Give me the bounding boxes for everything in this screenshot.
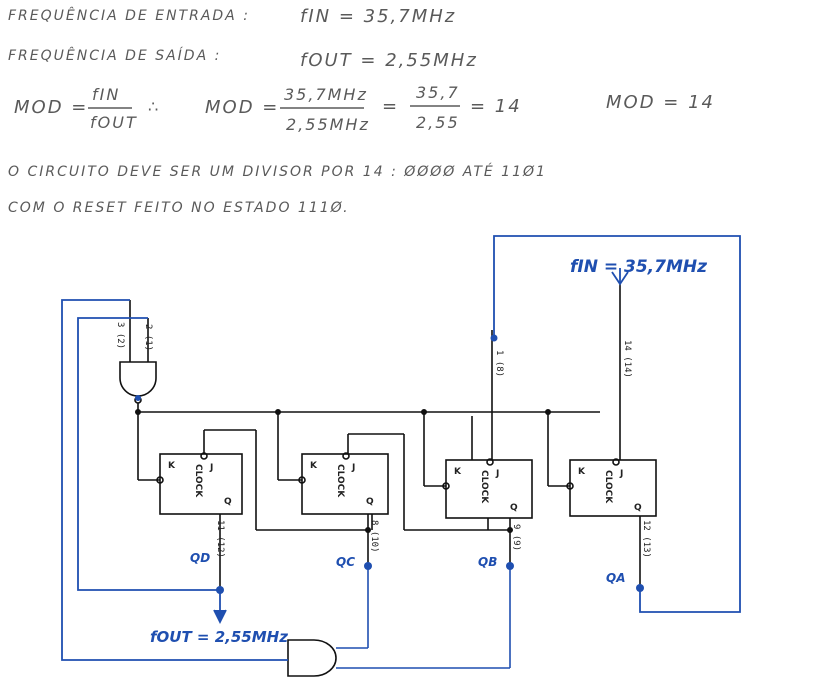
flipflop-1-clock-label: CLOCK bbox=[335, 464, 345, 498]
mod-result: = 14 bbox=[470, 96, 522, 117]
left-loop-wire bbox=[61, 299, 288, 661]
junctions bbox=[135, 409, 551, 533]
flipflop-1-q-label: Q bbox=[366, 497, 374, 507]
flipflop-0-clock-label: CLOCK bbox=[193, 464, 203, 498]
flipflop-1-pin-label: 8 (10) bbox=[369, 520, 379, 553]
blue-dots bbox=[135, 334, 644, 594]
flipflop-1-k-label: K bbox=[310, 461, 318, 471]
mod-den2: 2,55MHz bbox=[286, 115, 370, 134]
mod-den3: 2,55 bbox=[416, 113, 460, 132]
flipflop-0-k-label: K bbox=[168, 461, 176, 471]
mod-final: MOD = 14 bbox=[606, 92, 715, 113]
flipflop-3-k-label: K bbox=[578, 467, 586, 477]
mod-lhs: MOD = bbox=[14, 97, 88, 118]
header-text: FREQUÊNCIA DE ENTRADA : fIN = 35,7MHz FR… bbox=[8, 6, 715, 216]
nand-gate bbox=[119, 361, 157, 397]
flipflop-2-clock-label: CLOCK bbox=[479, 470, 489, 504]
qd-to-nand-wire bbox=[77, 317, 220, 591]
line2-label: FREQUÊNCIA DE SAÍDA : bbox=[8, 46, 221, 64]
pin-nand-b: 2 (1) bbox=[143, 324, 153, 351]
pin-nand-a: 3 (2) bbox=[115, 322, 125, 349]
therefore-symbol: ∴ bbox=[148, 97, 160, 116]
flipflop-c-box bbox=[301, 453, 389, 515]
flipflop-2-pin-label: 9 (9) bbox=[511, 524, 521, 551]
mod-den: fOUT bbox=[90, 113, 138, 132]
flipflop-2-k-label: K bbox=[454, 467, 462, 477]
pin-ff3-clk: 1 (8) bbox=[494, 350, 504, 377]
sentence2: COM O RESET FEITO NO ESTADO 111Ø. bbox=[8, 200, 350, 216]
line2-formula: fOUT = 2,55MHz bbox=[300, 50, 478, 71]
flipflop-2-j-label: J bbox=[495, 469, 499, 479]
blue-wiring bbox=[61, 235, 741, 661]
fin-label: fIN = 35,7MHz bbox=[570, 257, 707, 277]
eq2-symbol: = bbox=[382, 96, 399, 117]
pin-labels: 3 (2) 2 (1) 1 (8) 14 (14) bbox=[115, 322, 632, 378]
fout-label: fOUT = 2,55MHz bbox=[150, 628, 288, 646]
mod-num3: 35,7 bbox=[416, 83, 460, 102]
mod-num: fIN bbox=[92, 85, 120, 104]
flipflop-2-output-label: QB bbox=[478, 555, 497, 569]
flipflop-3-clock-label: CLOCK bbox=[603, 470, 613, 504]
pin-ff4-clk: 14 (14) bbox=[622, 340, 632, 378]
flipflop-2-q-label: Q bbox=[510, 503, 518, 513]
and-gate bbox=[287, 639, 337, 677]
flipflop-3-j-label: J bbox=[619, 469, 623, 479]
flipflop-3-q-label: Q bbox=[634, 503, 642, 513]
flipflop-0-output-label: QD bbox=[190, 551, 210, 565]
mod-num2: 35,7MHz bbox=[284, 85, 368, 104]
flipflop-1-j-label: J bbox=[351, 463, 355, 473]
flipflop-0-j-label: J bbox=[209, 463, 213, 473]
flipflop-1-output-label: QC bbox=[336, 555, 355, 569]
flipflop-3-output-label: QA bbox=[606, 571, 626, 585]
flipflop-0-pin-label: 11 (12) bbox=[215, 520, 225, 558]
circuit bbox=[119, 282, 657, 677]
mod-eq: MOD = bbox=[205, 97, 279, 118]
sentence1: O CIRCUITO DEVE SER UM DIVISOR POR 14 : … bbox=[8, 163, 547, 180]
line1-label: FREQUÊNCIA DE ENTRADA : bbox=[8, 6, 250, 24]
flipflop-labels: J K Q CLOCK 11 (12) QD J K Q CLOCK 8 (10) QC J K Q CLOC… bbox=[168, 461, 651, 585]
flipflop-3-pin-label: 12 (13) bbox=[641, 520, 651, 558]
line1-formula: fIN = 35,7MHz bbox=[300, 6, 456, 27]
qa-feedback-wire bbox=[493, 235, 741, 613]
flipflop-0-q-label: Q bbox=[224, 497, 232, 507]
